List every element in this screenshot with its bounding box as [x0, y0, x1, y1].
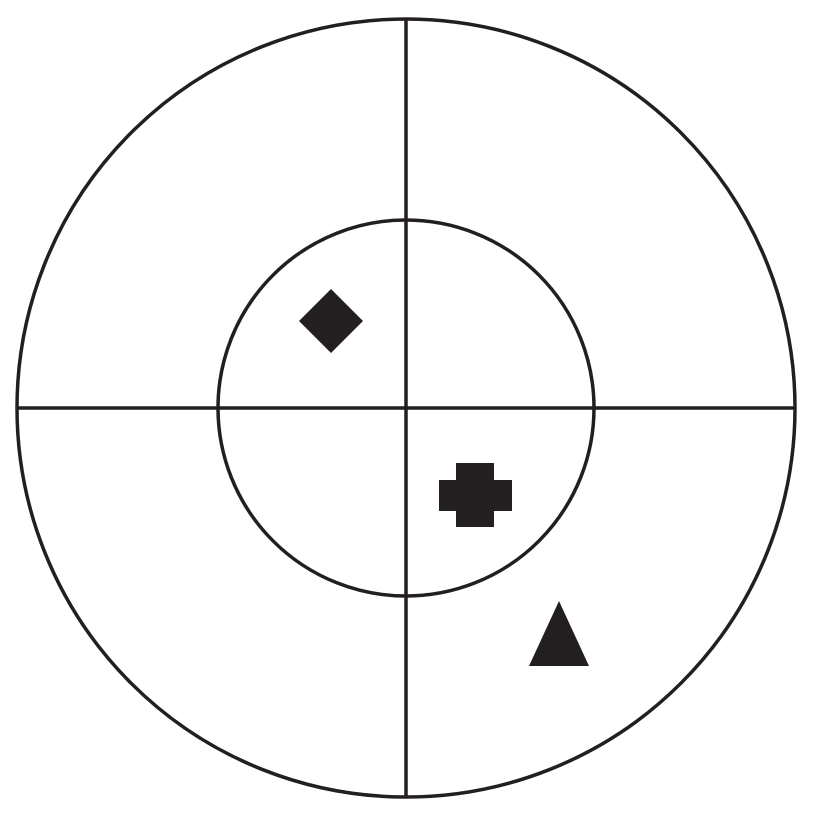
cross-icon [439, 463, 512, 527]
triangle-icon [529, 601, 589, 666]
diamond-icon [299, 289, 363, 353]
